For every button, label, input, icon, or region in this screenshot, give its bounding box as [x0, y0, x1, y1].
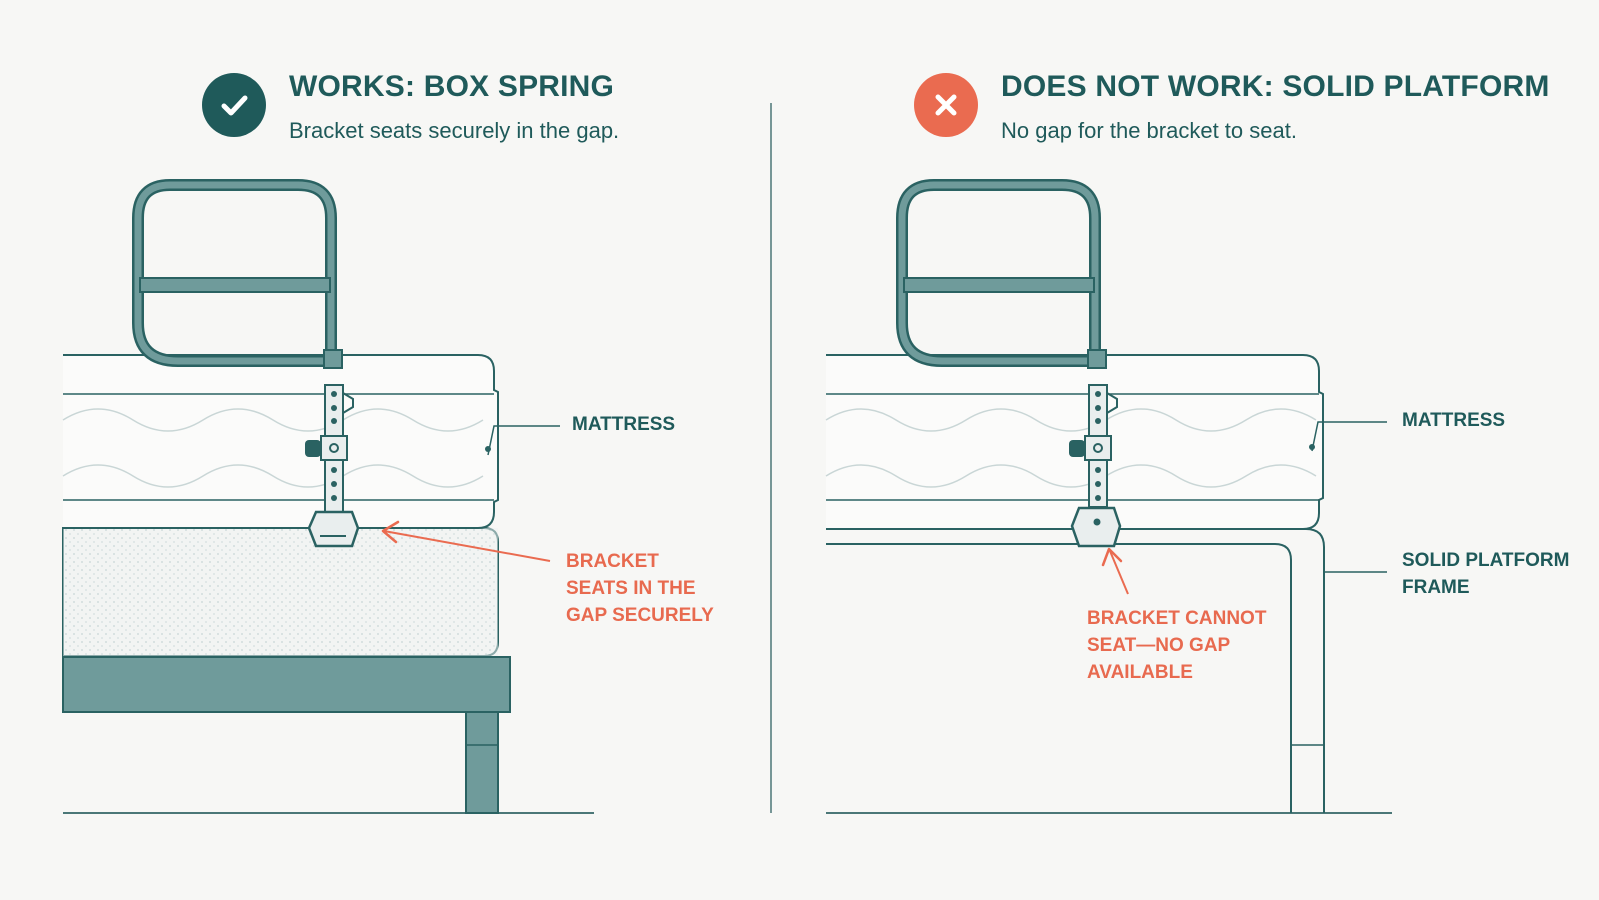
bed-rail-crossbar — [139, 277, 331, 293]
bed-rail-post — [1087, 349, 1107, 369]
right-panel-title: DOES NOT WORK: SOLID PLATFORM — [1001, 70, 1550, 103]
bed-rail-handle — [132, 179, 337, 367]
callout-line-1: BRACKET — [566, 551, 659, 572]
mattress-bracket — [307, 510, 360, 548]
left-panel-subtitle: Bracket seats securely in the gap. — [289, 118, 620, 143]
mattress-leader — [487, 425, 560, 456]
callout-line-2: SEATS IN THE — [566, 578, 696, 599]
right-panel-subtitle: No gap for the bracket to seat. — [1001, 118, 1297, 143]
left-bed-illustration — [62, 179, 594, 814]
bracket-callout-arrow — [383, 530, 551, 562]
check-icon — [202, 73, 266, 137]
bracket-callout: BRACKET CANNOT SEAT—NO GAP AVAILABLE — [1087, 605, 1266, 686]
frame-label-line-1: SOLID PLATFORM — [1402, 550, 1570, 571]
bed-rail-crossbar — [903, 277, 1095, 293]
mattress-leader — [1311, 421, 1387, 452]
bracket-callout: BRACKET SEATS IN THE GAP SECURELY — [566, 548, 714, 629]
left-panel-title: WORKS: BOX SPRING — [289, 70, 615, 103]
mattress — [63, 354, 499, 529]
bracket-callout-arrow — [1109, 550, 1129, 595]
callout-line-2: SEAT—NO GAP — [1087, 635, 1231, 656]
frame-label: SOLID PLATFORM FRAME — [1402, 547, 1569, 601]
x-icon — [914, 73, 978, 137]
callout-line-1: BRACKET CANNOT — [1087, 608, 1267, 629]
right-bed-illustration — [825, 179, 1392, 814]
bed-rail-post — [323, 349, 343, 369]
frame-label-line-2: FRAME — [1402, 577, 1470, 598]
bed-frame-rail — [62, 656, 511, 713]
mattress-bracket — [1070, 506, 1122, 548]
mattress-label: MATTRESS — [1402, 410, 1506, 431]
callout-line-3: GAP SECURELY — [566, 605, 714, 626]
bed-frame-leg — [465, 711, 499, 814]
adjust-knob — [1069, 440, 1085, 457]
adjust-knob — [305, 440, 321, 457]
mattress-label: MATTRESS — [572, 414, 676, 435]
bed-rail-handle — [896, 179, 1101, 367]
callout-line-3: AVAILABLE — [1087, 662, 1193, 683]
